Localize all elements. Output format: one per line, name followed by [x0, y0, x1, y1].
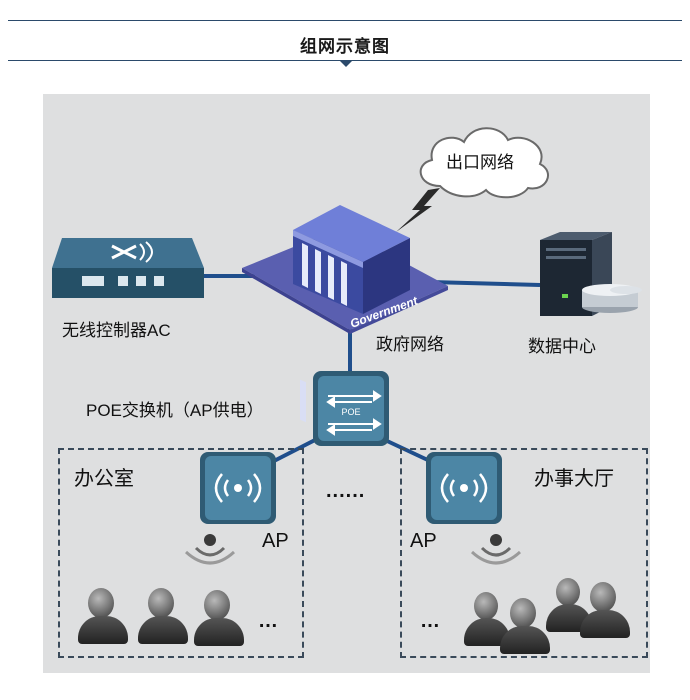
person-icon	[500, 598, 550, 654]
office-area	[58, 448, 304, 658]
switch-icon	[313, 371, 389, 446]
office-ellipsis: …	[258, 610, 278, 632]
lightning-icon	[396, 188, 440, 232]
link-government-datacenter	[429, 280, 541, 287]
title-notch	[339, 60, 353, 67]
link-switch-ap-left	[271, 438, 316, 464]
person-icon	[78, 588, 128, 644]
office-label: 办公室	[74, 468, 134, 490]
person-icon	[580, 582, 630, 638]
ac-controller-icon	[52, 238, 204, 298]
wireless-ap-icon	[426, 452, 502, 524]
wifi-signal-icon	[184, 534, 236, 565]
hall-label: 办事大厅	[534, 468, 614, 490]
link-switch-ap-right	[384, 438, 433, 464]
hall-ellipsis: …	[420, 610, 440, 632]
datacenter-label: 数据中心	[528, 337, 596, 356]
header-top-rule	[8, 20, 682, 21]
middle-ellipsis: ......	[326, 480, 366, 502]
person-icon	[194, 590, 244, 646]
poe-badge: POE	[341, 407, 360, 417]
government-building-icon	[242, 205, 448, 423]
poe-switch-label: POE交换机（AP供电）	[86, 401, 264, 420]
internet-label: 出口网络	[446, 153, 514, 172]
ap-left-label: AP	[262, 530, 289, 552]
database-icon	[582, 284, 642, 313]
network-links	[200, 274, 541, 464]
ap-right-label: AP	[410, 530, 437, 552]
wireless-ap-icon	[200, 452, 276, 524]
wifi-signal-icon	[470, 534, 522, 565]
cloud-icon	[419, 127, 549, 199]
hall-area	[400, 448, 648, 658]
person-icon	[138, 588, 188, 644]
government-label: 政府网络	[376, 335, 444, 354]
ac-label: 无线控制器AC	[62, 321, 171, 340]
page-title: 组网示意图	[300, 37, 390, 56]
